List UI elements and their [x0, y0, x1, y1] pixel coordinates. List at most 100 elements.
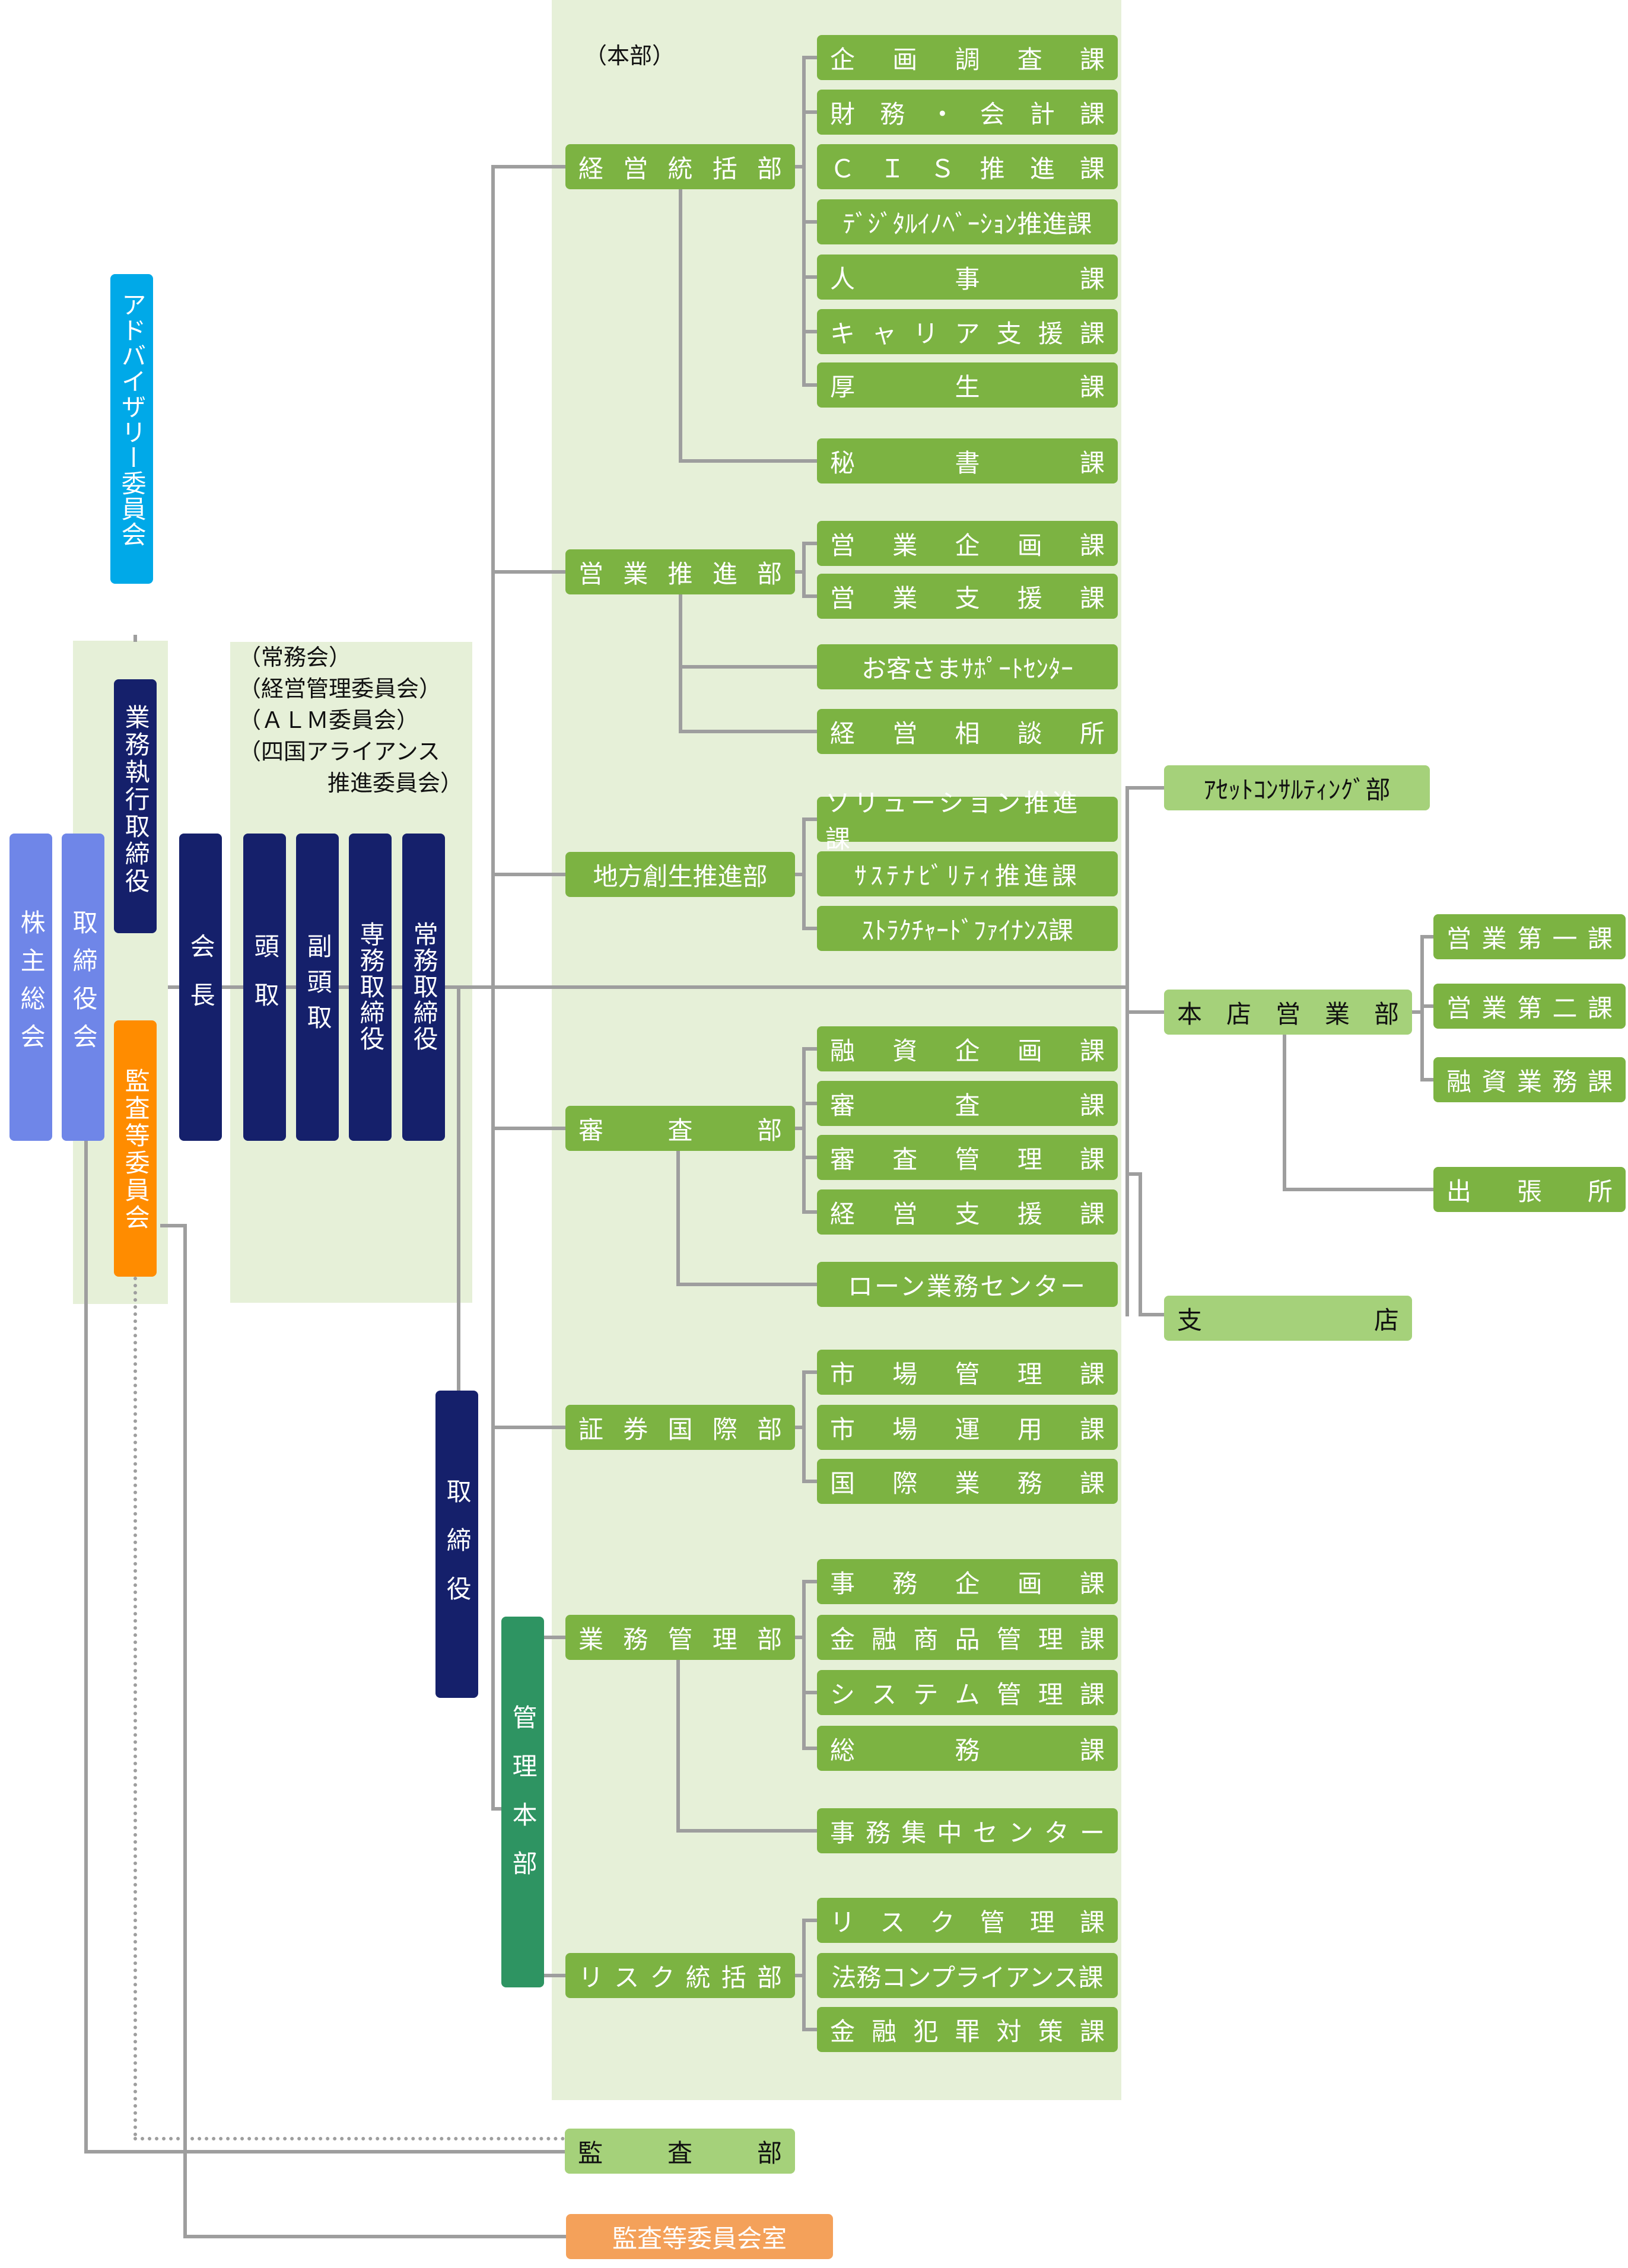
branch-eigyo-dai1-label: 営業第一課	[1446, 924, 1613, 953]
managing-director-label: 常務取締役	[409, 921, 439, 1052]
dept-shinsa: 審査部	[565, 1106, 795, 1151]
board-of-directors-box: 取締役会	[62, 834, 104, 1141]
dept-shoken-kokusai-label: 証券国際部	[578, 1414, 782, 1444]
sec-solution: ソリューション推進課	[817, 788, 1118, 854]
audit-committee-label: 監査等委員会	[121, 1068, 151, 1232]
branch-asset-consulting: ｱｾｯﾄｺﾝｻﾙﾃｨﾝｸﾞ部	[1164, 765, 1430, 810]
sec-shijo-unyo: 市場運用課	[817, 1405, 1118, 1450]
committee-note-1: （常務会）	[239, 644, 352, 670]
sec-structured: ｽﾄﾗｸﾁｬｰﾄﾞﾌｧｲﾅﾝｽ課	[817, 906, 1118, 951]
sec-support-center: お客さまｻﾎﾟｰﾄｾﾝﾀｰ	[817, 644, 1118, 689]
dept-gyomu-kanri: 業務管理部	[565, 1615, 795, 1660]
dept-chiho-sosei-label: 地方創生推進部	[593, 861, 768, 891]
sec-shijo-kanri-label: 市場管理課	[830, 1359, 1105, 1389]
sec-hisho: 秘書課	[817, 438, 1118, 483]
sec-zaimu-kaikei-label: 財務・会計課	[830, 99, 1105, 129]
chairman-label: 会長	[186, 933, 216, 1030]
branch-asset-consulting-label: ｱｾｯﾄｺﾝｻﾙﾃｨﾝｸﾞ部	[1203, 775, 1391, 804]
chairman-box: 会長	[179, 834, 222, 1141]
executive-officers-label: 業務執行取締役	[121, 704, 151, 895]
dept-kansa-iinkai-shitsu: 監査等委員会室	[566, 2214, 833, 2259]
sec-kosei: 厚生課	[817, 362, 1118, 408]
sec-jimu-shuchu-label: 事務集中センター	[830, 1818, 1105, 1847]
board-of-directors-label: 取締役会	[69, 909, 98, 1061]
sec-jinji: 人事課	[817, 255, 1118, 300]
branch-eigyo-dai2-label: 営業第二課	[1446, 993, 1613, 1023]
dept-kansa-iinkai-shitsu-label: 監査等委員会室	[612, 2224, 787, 2253]
executive-officers-box: 業務執行取締役	[114, 679, 157, 933]
sec-kinyu-shohin-label: 金融商品管理課	[830, 1624, 1105, 1654]
sec-career: キャリア支援課	[817, 309, 1118, 354]
sec-kokusai-gyomu: 国際業務課	[817, 1459, 1118, 1504]
sec-jinji-label: 人事課	[830, 264, 1105, 294]
sec-shinsa-label: 審査課	[830, 1090, 1105, 1120]
sec-kikaku-chosa-label: 企画調査課	[830, 44, 1105, 74]
sec-eigyo-kikaku: 営業企画課	[817, 521, 1118, 566]
president-label: 頭取	[250, 933, 280, 1030]
sec-kokusai-gyomu-label: 国際業務課	[830, 1468, 1105, 1498]
dept-keiei-tokatsu: 経営統括部	[565, 144, 795, 189]
sec-system-kanri-label: システム管理課	[830, 1679, 1105, 1709]
sec-risk-kanri: リスク管理課	[817, 1898, 1118, 1943]
dept-kansa: 監査部	[565, 2129, 795, 2174]
management-hq-box: 管理本部	[501, 1617, 544, 1987]
shareholders-meeting-label: 株主総会	[17, 909, 46, 1061]
management-hq-label: 管理本部	[508, 1704, 538, 1899]
sec-keiei-shien-label: 経営支援課	[830, 1199, 1105, 1229]
sec-shijo-unyo-label: 市場運用課	[830, 1414, 1105, 1444]
sec-kikaku-chosa: 企画調査課	[817, 35, 1118, 80]
sec-hisho-label: 秘書課	[830, 448, 1105, 478]
president-box: 頭取	[243, 834, 286, 1141]
sec-eigyo-shien-label: 営業支援課	[830, 583, 1105, 613]
committee-note-5: 推進委員会）	[327, 770, 463, 796]
sec-career-label: キャリア支援課	[830, 319, 1105, 348]
deputy-president-label: 副頭取	[303, 933, 333, 1040]
director-box: 取締役	[435, 1391, 478, 1698]
sec-somu: 総務課	[817, 1726, 1118, 1771]
sec-keiei-shien: 経営支援課	[817, 1189, 1118, 1235]
branch-yushi-gyomu-label: 融資業務課	[1446, 1067, 1613, 1096]
sec-homu-label: 法務コンプライアンス課	[831, 1962, 1104, 1992]
sec-jimu-kikaku-label: 事務企画課	[830, 1569, 1105, 1598]
sec-jimu-kikaku: 事務企画課	[817, 1559, 1118, 1604]
sec-homu: 法務コンプライアンス課	[817, 1953, 1118, 1998]
managing-director-box: 常務取締役	[402, 834, 445, 1141]
branch-shuchojo-label: 出張所	[1446, 1176, 1613, 1206]
sec-keiei-sodan: 経営相談所	[817, 709, 1118, 754]
advisory-committee-label: アドバイザリー委員会	[117, 292, 147, 547]
sec-yushi-kikaku-label: 融資企画課	[830, 1036, 1105, 1065]
deputy-president-box: 副頭取	[296, 834, 339, 1141]
sec-keiei-sodan-label: 経営相談所	[830, 718, 1105, 748]
sec-digital: ﾃﾞｼﾞﾀﾙｲﾉﾍﾞｰｼｮﾝ推進課	[817, 199, 1118, 244]
sec-shinsa: 審査課	[817, 1081, 1118, 1126]
sec-digital-label: ﾃﾞｼﾞﾀﾙｲﾉﾍﾞｰｼｮﾝ推進課	[842, 209, 1092, 238]
branch-shiten: 支店	[1164, 1296, 1412, 1341]
director-label: 取締役	[443, 1478, 472, 1624]
committee-note-2: （経営管理委員会）	[239, 676, 442, 702]
advisory-committee-box: アドバイザリー委員会	[110, 274, 153, 584]
branch-eigyo-dai1: 営業第一課	[1433, 914, 1626, 959]
sec-structured-label: ｽﾄﾗｸﾁｬｰﾄﾞﾌｧｲﾅﾝｽ課	[861, 915, 1073, 945]
sec-somu-label: 総務課	[830, 1735, 1105, 1765]
sec-yushi-kikaku: 融資企画課	[817, 1026, 1118, 1071]
senior-managing-director-box: 専務取締役	[349, 834, 392, 1141]
dept-chiho-sosei: 地方創生推進部	[565, 852, 795, 897]
dept-risk-tokatsu: リスク統括部	[565, 1953, 795, 1998]
sec-loan-center: ローン業務センター	[817, 1262, 1118, 1307]
committee-note-3: （ＡＬＭ委員会）	[239, 707, 419, 733]
sec-sustainability-label: ｻｽﾃﾅﾋﾞﾘﾃｨ推進課	[854, 861, 1080, 890]
sec-kinyu-shohin: 金融商品管理課	[817, 1615, 1118, 1660]
committee-note-4: （四国アライアンス	[239, 739, 440, 765]
branch-honten-label: 本店営業部	[1177, 999, 1399, 1029]
sec-shinsa-kanri-label: 審査管理課	[830, 1144, 1105, 1174]
honbu-label: （本部）	[584, 43, 675, 69]
sec-sustainability: ｻｽﾃﾅﾋﾞﾘﾃｨ推進課	[817, 851, 1118, 896]
senior-managing-director-label: 専務取締役	[356, 921, 386, 1052]
sec-kinyu-hanzai-label: 金融犯罪対策課	[830, 2016, 1105, 2046]
dept-eigyo-suishin-label: 営業推進部	[578, 559, 782, 589]
sec-shinsa-kanri: 審査管理課	[817, 1135, 1118, 1180]
sec-solution-label: ソリューション推進課	[825, 788, 1082, 854]
dept-kansa-label: 監査部	[578, 2138, 782, 2168]
